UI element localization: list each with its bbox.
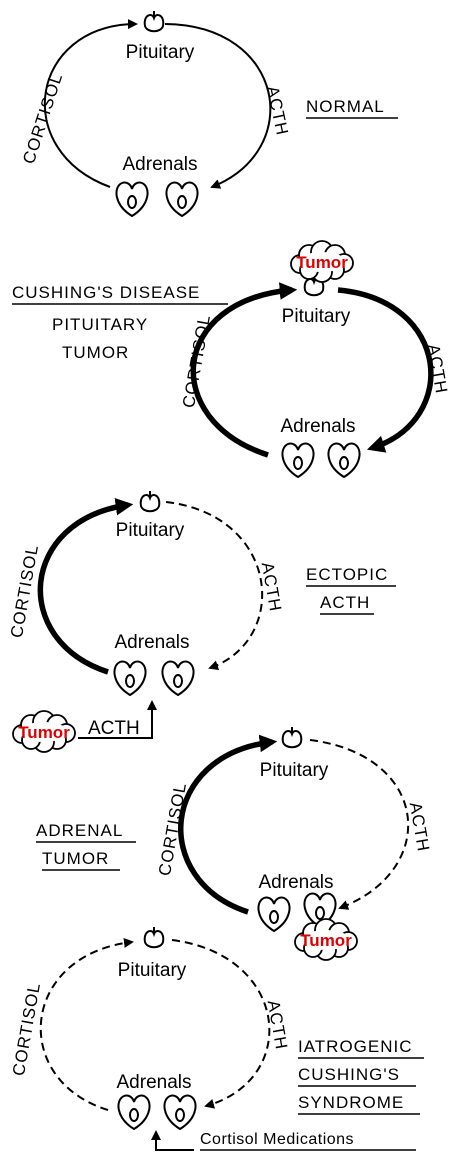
adrenal-gland-icon bbox=[281, 442, 315, 479]
cortisol-label: CORTISOL bbox=[7, 543, 42, 639]
adrenal-gland-icon bbox=[165, 181, 199, 218]
pituitary-gland-icon bbox=[143, 11, 165, 33]
acth-arrow bbox=[164, 23, 272, 189]
pituitary-label: Pituitary bbox=[126, 42, 195, 63]
acth-label: ACTH bbox=[406, 801, 433, 854]
subtitle-line-2: TUMOR bbox=[62, 343, 129, 362]
tumor-label: Tumor bbox=[296, 253, 348, 272]
cortisol-label: CORTISOL bbox=[19, 70, 66, 166]
panel-title-line-2: ACTH bbox=[320, 593, 370, 612]
acth-arrow-dashed bbox=[309, 739, 410, 910]
pituitary-gland-icon bbox=[281, 727, 303, 749]
cortisol-arrow-bold bbox=[190, 282, 298, 458]
tumor-label: Tumor bbox=[18, 723, 70, 742]
cortisol-arrow-bold bbox=[37, 497, 134, 675]
cortisol-arrow-dashed bbox=[39, 937, 134, 1111]
adrenals-label: Adrenals bbox=[117, 1072, 192, 1093]
tumor-cloud-icon: Tumor bbox=[12, 710, 76, 753]
cortisol-label: CORTISOL bbox=[9, 981, 44, 1077]
pituitary-label: Pituitary bbox=[118, 960, 187, 981]
medication-label: Cortisol Medications bbox=[200, 1131, 354, 1148]
adrenal-gland-icon bbox=[117, 1094, 151, 1131]
tumor-cloud-icon: Tumor bbox=[294, 918, 358, 961]
medication-arrow bbox=[151, 1130, 194, 1151]
adrenals-label: Adrenals bbox=[123, 154, 198, 175]
cortisol-label: CORTISOL bbox=[179, 313, 214, 409]
acth-arrow-dashed bbox=[171, 939, 271, 1109]
adrenal-gland-icon bbox=[257, 896, 291, 933]
panel-iatrogenic: Pituitary Adrenals CORTISOL ACTH IATROGE… bbox=[9, 937, 424, 1151]
pituitary-label: Pituitary bbox=[116, 520, 185, 541]
adrenal-gland-icon bbox=[327, 442, 361, 479]
panel-title-cushings-disease: CUSHING'S DISEASE bbox=[12, 283, 200, 302]
adrenals-label: Adrenals bbox=[115, 632, 190, 653]
panel-title-line-2: TUMOR bbox=[42, 849, 109, 868]
pituitary-label: Pituitary bbox=[282, 306, 351, 327]
adrenals-label: Adrenals bbox=[259, 872, 334, 893]
ectopic-acth-label: ACTH bbox=[88, 718, 140, 739]
adrenal-gland-icon bbox=[113, 660, 147, 697]
adrenal-gland-icon bbox=[163, 1094, 197, 1131]
panel-normal: Pituitary Adrenals CORTISOL ACTH NORMAL bbox=[19, 19, 398, 189]
cortisol-arrow-bold bbox=[178, 734, 278, 915]
tumor-label: Tumor bbox=[300, 931, 352, 950]
panel-title-line-2: CUSHING'S bbox=[298, 1065, 400, 1084]
acth-arrow-bold bbox=[337, 287, 434, 453]
adrenal-gland-icon bbox=[115, 181, 149, 218]
panel-title-normal: NORMAL bbox=[306, 97, 385, 116]
tumor-cloud-icon: Tumor bbox=[290, 240, 354, 283]
panel-adrenal-tumor: Pituitary Adrenals CORTISOL ACTH ADRENAL… bbox=[36, 734, 433, 915]
cortisol-label: CORTISOL bbox=[155, 781, 190, 877]
acth-arrow-dashed bbox=[165, 501, 264, 671]
cortisol-arrow bbox=[43, 19, 138, 188]
panel-title-line-3: SYNDROME bbox=[298, 1093, 404, 1112]
panel-title-line-1: IATROGENIC bbox=[298, 1037, 413, 1056]
pituitary-gland-icon bbox=[139, 491, 161, 513]
pituitary-gland-icon bbox=[143, 927, 165, 949]
subtitle-line-1: PITUITARY bbox=[52, 315, 148, 334]
panel-cushings-disease: Pituitary Adrenals CORTISOL ACTH CUSHING… bbox=[12, 282, 451, 458]
pituitary-label: Pituitary bbox=[260, 760, 329, 781]
adrenals-label: Adrenals bbox=[281, 416, 356, 437]
panel-ectopic-acth: Pituitary Adrenals CORTISOL ACTH ECTOPIC… bbox=[7, 497, 396, 739]
adrenal-gland-icon bbox=[161, 660, 195, 697]
panel-title-line-1: ADRENAL bbox=[36, 821, 123, 840]
ectopic-acth-arrow bbox=[78, 700, 157, 739]
panel-title-line-1: ECTOPIC bbox=[306, 565, 388, 584]
